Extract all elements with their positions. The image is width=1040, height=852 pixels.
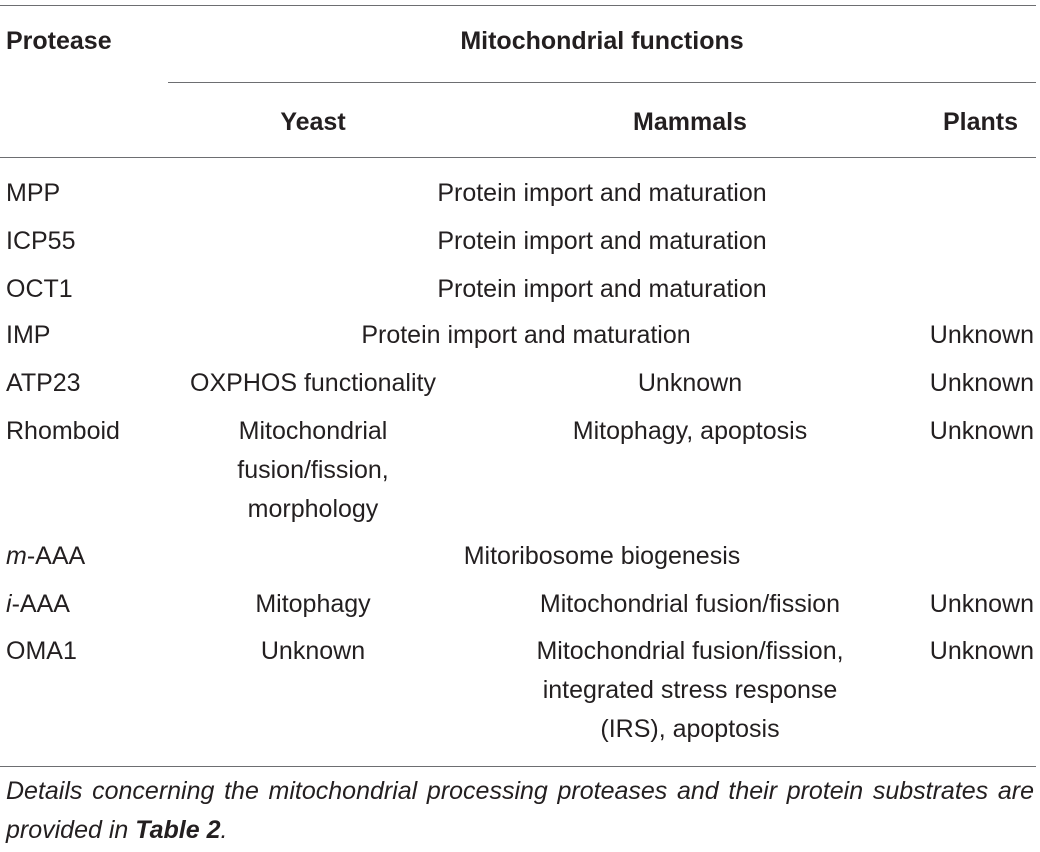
function-line: morphology xyxy=(247,495,379,523)
header-mitochondrial-functions: Mitochondrial functions xyxy=(460,27,744,55)
function-line: (IRS), apoptosis xyxy=(600,715,780,743)
protease-cell: MPP xyxy=(6,179,61,207)
function-cell-all: Protein import and maturation xyxy=(437,275,767,303)
function-cell-plants: Unknown xyxy=(929,637,1034,665)
function-cell-yeast: Unknown xyxy=(260,637,366,665)
function-cell-mammals: Mitophagy, apoptosis xyxy=(572,417,808,445)
function-cell-plants: Unknown xyxy=(929,590,1034,618)
function-line: fusion/fission, xyxy=(237,456,389,484)
protease-cell: ATP23 xyxy=(6,369,81,397)
protease-cell: OCT1 xyxy=(6,275,73,303)
protease-suffix: -AAA xyxy=(26,542,86,570)
header-bottom-rule xyxy=(0,157,1036,158)
footnote-text: Details concerning the mitochondrial pro… xyxy=(6,777,1034,844)
function-cell-plants: Unknown xyxy=(929,321,1034,349)
function-cell-yeast: Mitophagy xyxy=(255,590,371,618)
footnote-end: . xyxy=(220,816,228,844)
protease-cell: Rhomboid xyxy=(6,417,120,445)
header-protease: Protease xyxy=(6,27,112,55)
function-cell-mammals: Mitochondrial fusion/fission, integrated… xyxy=(500,632,880,749)
function-line: Mitochondrial fusion/fission, xyxy=(536,637,844,665)
function-cell-mammals: Unknown xyxy=(637,369,743,397)
header-yeast: Yeast xyxy=(280,108,346,136)
function-cell-all: Mitoribosome biogenesis xyxy=(463,542,741,570)
function-line: Mitochondrial xyxy=(238,417,388,445)
protease-prefix: m xyxy=(6,542,27,570)
function-line: integrated stress response xyxy=(542,676,838,704)
protease-suffix: -AAA xyxy=(11,590,70,618)
function-cell-yeast: Mitochondrial fusion/fission, morphology xyxy=(168,412,458,529)
protease-prefix: i xyxy=(6,590,12,618)
protease-cell: OMA1 xyxy=(6,637,77,665)
header-plants: Plants xyxy=(942,108,1018,136)
protease-cell: ICP55 xyxy=(6,227,76,255)
footnote-table-ref[interactable]: Table 2 xyxy=(135,816,221,844)
function-cell-plants: Unknown xyxy=(929,369,1034,397)
table-bottom-rule xyxy=(0,766,1036,767)
function-cell-plants: Unknown xyxy=(929,417,1034,445)
function-cell-yeast: OXPHOS functionality xyxy=(190,369,436,397)
table-footnote: Details concerning the mitochondrial pro… xyxy=(6,772,1034,850)
function-cell-mammals: Mitochondrial fusion/fission xyxy=(539,590,841,618)
header-group-rule xyxy=(168,82,1036,83)
function-cell-yeast-mammals: Protein import and maturation xyxy=(361,321,691,349)
function-cell-all: Protein import and maturation xyxy=(437,227,767,255)
table-top-rule xyxy=(0,5,1036,6)
protease-cell: m-AAA xyxy=(6,537,85,576)
protease-cell: i-AAA xyxy=(6,585,70,624)
header-mammals: Mammals xyxy=(633,108,747,136)
protease-cell: IMP xyxy=(6,321,51,349)
function-cell-all: Protein import and maturation xyxy=(437,179,767,207)
